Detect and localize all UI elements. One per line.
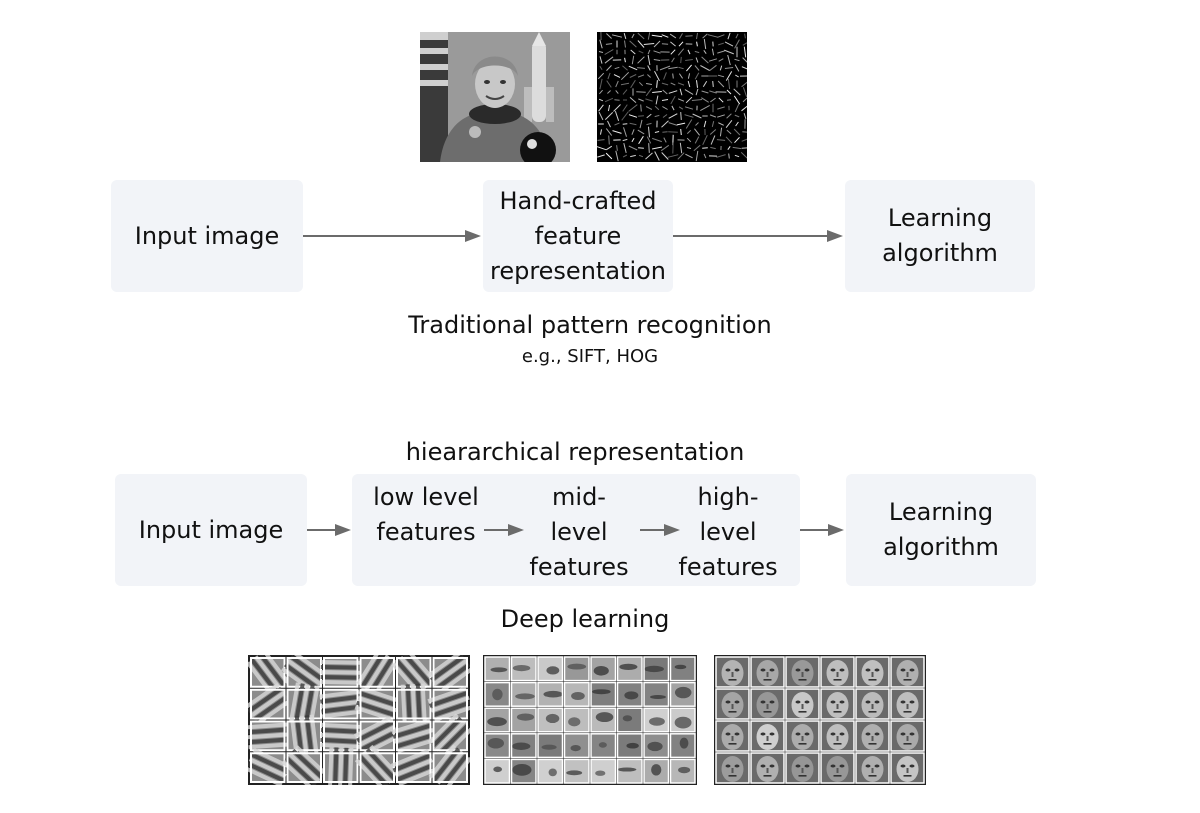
- arrow-icon: [640, 524, 680, 536]
- hog-feature-map: [597, 32, 747, 162]
- input-image-box-bottom: Input image: [115, 474, 307, 586]
- deep-learning-title: Deep learning: [500, 605, 670, 633]
- face-parts-grid: [483, 655, 697, 785]
- arrow-icon: [800, 524, 844, 536]
- learning-algorithm-label: Learning algorithm: [882, 204, 998, 267]
- arrow-icon: [673, 230, 843, 242]
- edge-filters-grid: [248, 655, 470, 785]
- faces-grid: [714, 655, 926, 785]
- learning-algorithm-label: Learning algorithm: [883, 498, 999, 561]
- hierarchical-group-box: [352, 474, 800, 586]
- astronaut-photo: [420, 32, 570, 162]
- high-level-features-label: high-level features: [678, 483, 778, 581]
- hand-crafted-feature-box: Hand-crafted feature representation: [483, 180, 673, 292]
- traditional-title: Traditional pattern recognition: [408, 311, 772, 339]
- traditional-subtitle: e.g., SIFT, HOG: [521, 346, 659, 367]
- arrow-icon: [303, 230, 481, 242]
- arrow-icon: [307, 524, 351, 536]
- hierarchical-title: hieararchical representation: [405, 438, 745, 466]
- learning-algorithm-box-bottom: Learning algorithm: [846, 474, 1036, 586]
- input-image-box-top: Input image: [111, 180, 303, 292]
- mid-level-features-label: mid-level features: [529, 483, 629, 581]
- input-image-label: Input image: [134, 221, 280, 250]
- input-image-label: Input image: [138, 515, 284, 544]
- low-level-features-label: low level features: [373, 483, 479, 546]
- learning-algorithm-box-top: Learning algorithm: [845, 180, 1035, 292]
- hand-crafted-feature-label: Hand-crafted feature representation: [489, 186, 666, 285]
- arrow-icon: [484, 524, 524, 536]
